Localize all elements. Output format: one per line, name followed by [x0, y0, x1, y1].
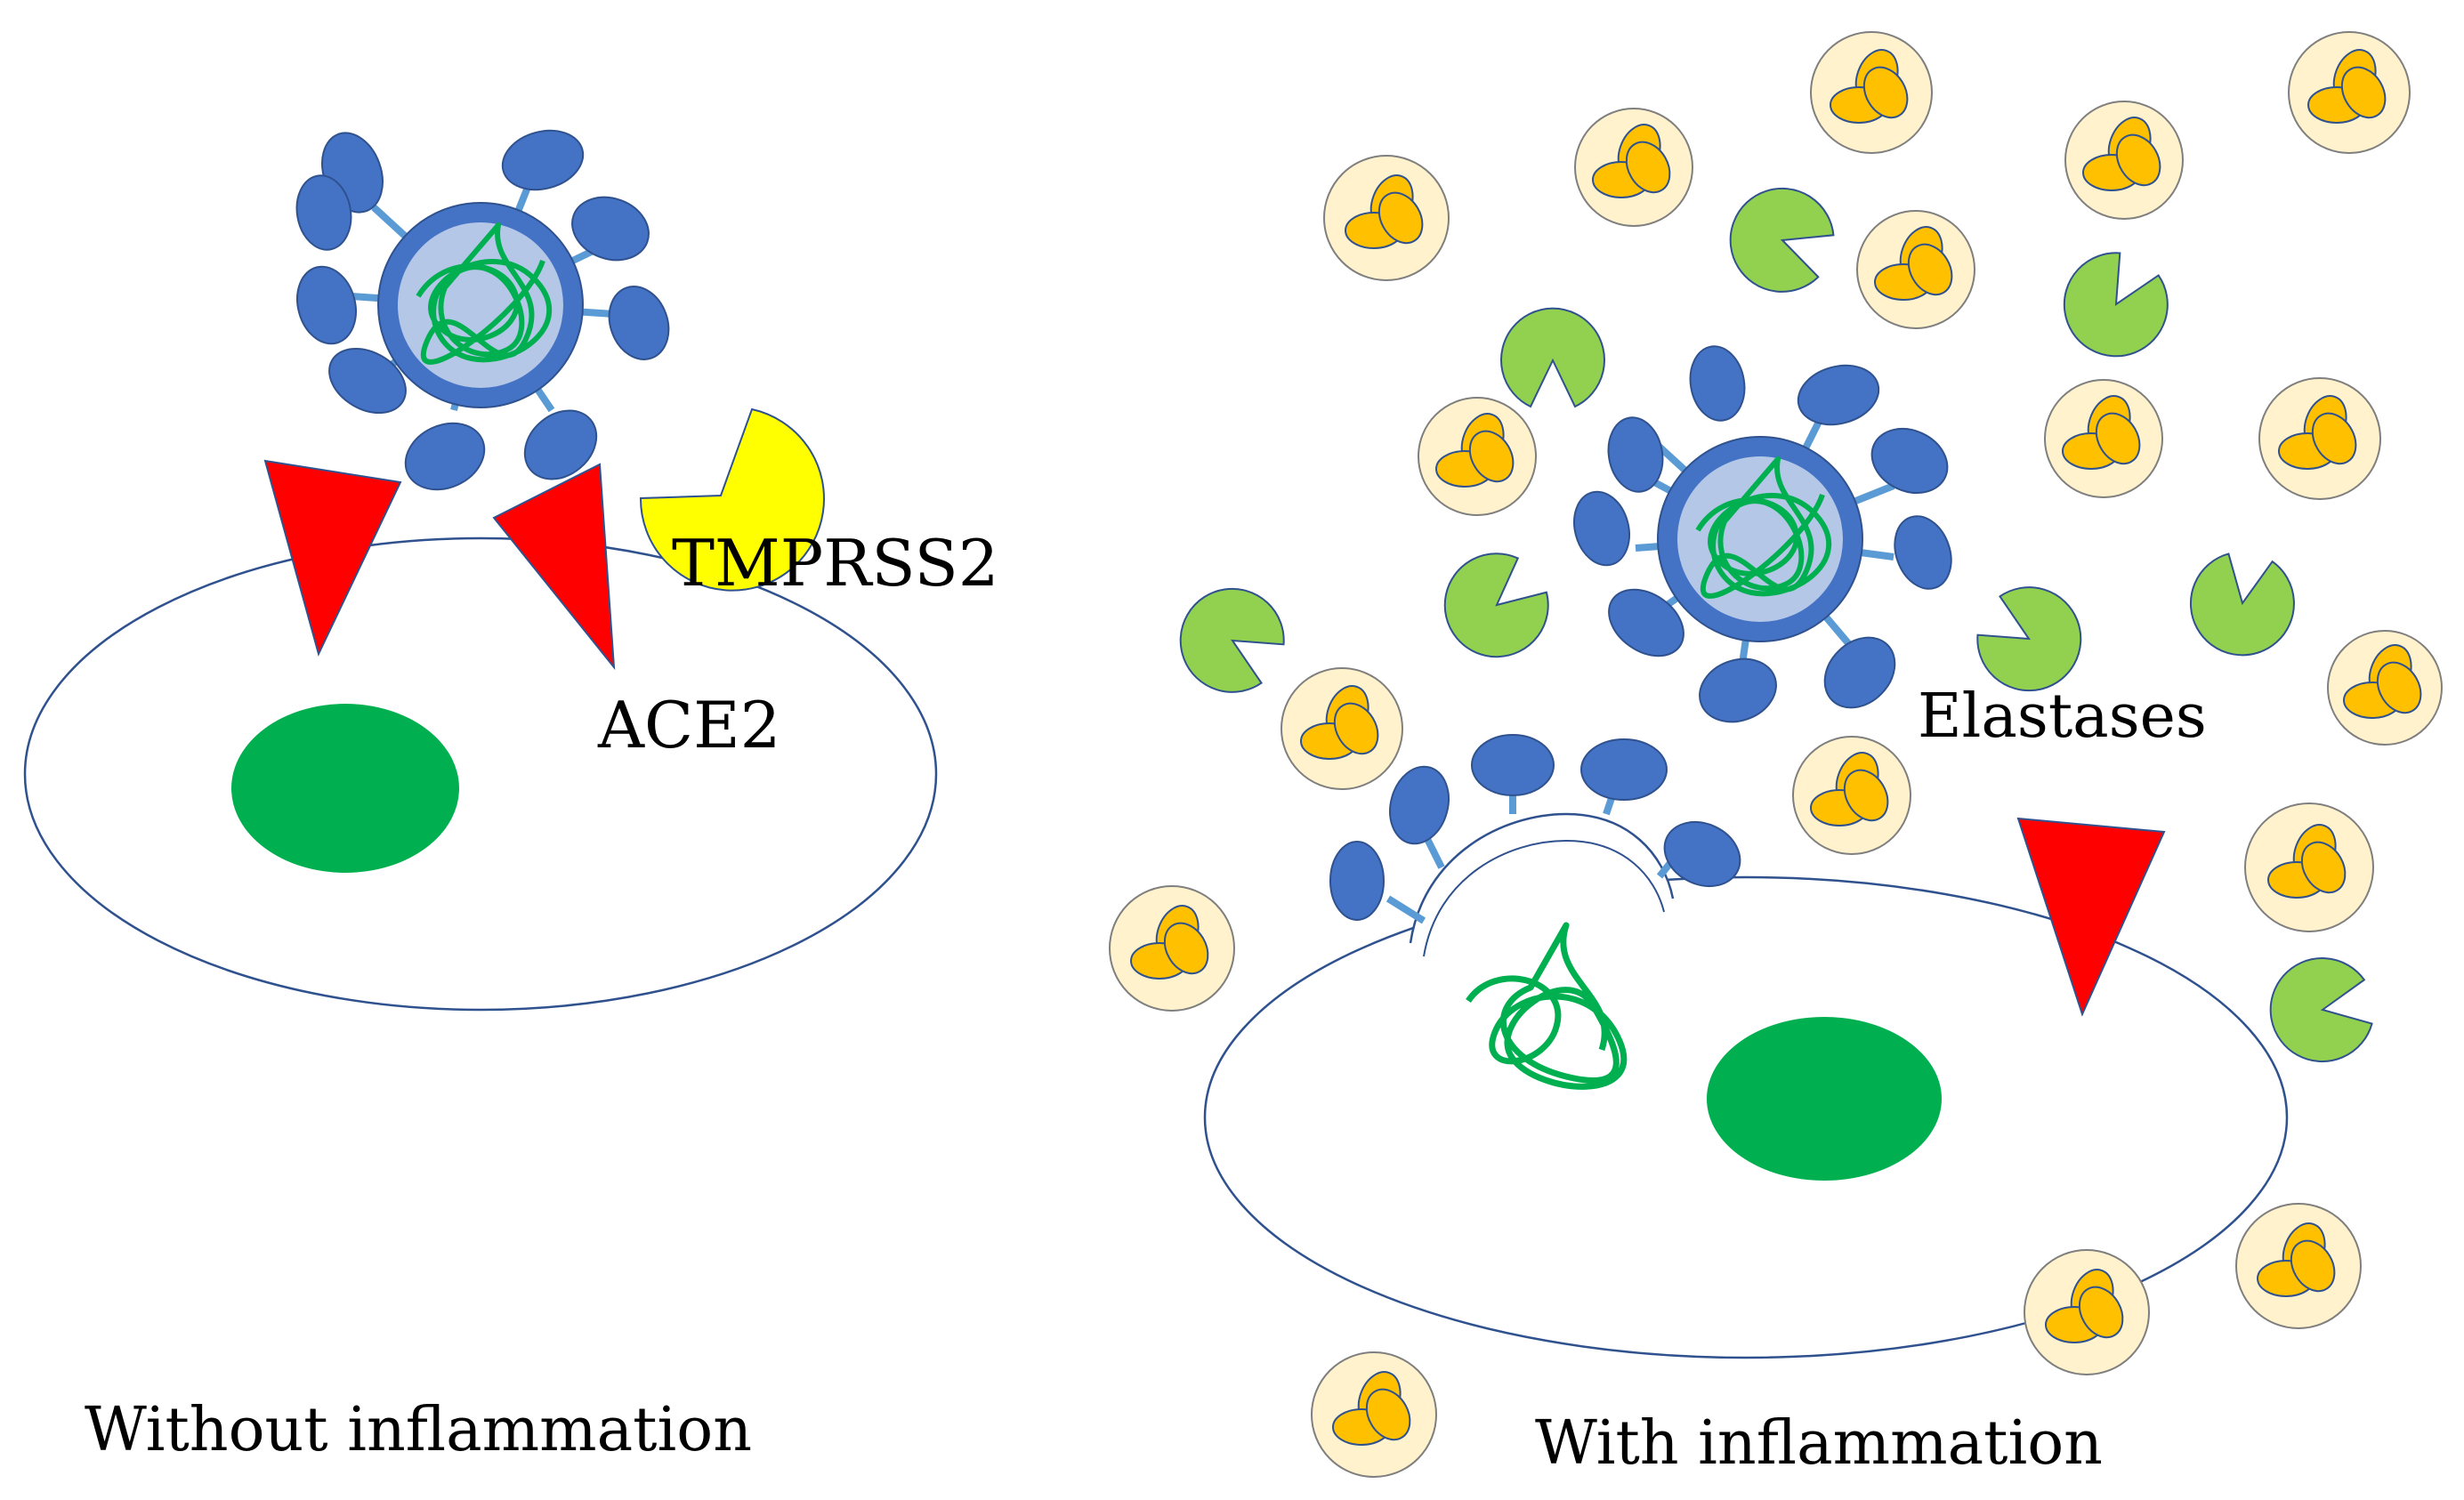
- membrane-fusion-pore-inner: [1423, 839, 1665, 957]
- membrane-fusion-pore: [1409, 812, 1675, 944]
- neutrophil: [2258, 377, 2381, 500]
- elastases: [1179, 187, 2373, 1063]
- neutrophil: [2235, 1203, 2362, 1329]
- neutrophil: [1311, 1351, 1437, 1478]
- virus-right: [1573, 345, 1952, 723]
- right-panel: Elastases With inflammation: [1109, 31, 2443, 1479]
- nucleus-left: [231, 704, 459, 873]
- ace2-receptor-right: [2016, 817, 2166, 1017]
- elastase: [2063, 252, 2169, 358]
- elastases-label: Elastases: [1918, 681, 2207, 752]
- neutrophil: [1810, 31, 1933, 154]
- neutrophil: [2244, 802, 2374, 932]
- neutrophil: [2327, 630, 2443, 746]
- ace2-label: ACE2: [597, 688, 780, 762]
- fused-spikes: [1329, 734, 1741, 924]
- elastase: [1179, 587, 1285, 693]
- ace2-receptor-left-2: [492, 463, 616, 671]
- neutrophil: [1109, 885, 1235, 1012]
- neutrophil: [1574, 108, 1693, 227]
- neutrophil: [2044, 379, 2163, 498]
- elastase: [1500, 307, 1605, 408]
- right-caption: With inflammation: [1535, 1408, 2103, 1479]
- virus-left: [295, 129, 670, 491]
- neutrophil: [1856, 210, 1975, 329]
- tmprss2-enzyme: [639, 407, 825, 592]
- neutrophil: [2288, 31, 2411, 154]
- elastase: [2269, 957, 2373, 1063]
- viral-rna: [416, 222, 553, 365]
- elastase: [1976, 586, 2082, 692]
- neutrophil: [2064, 101, 2184, 220]
- neutrophil: [1323, 155, 1450, 281]
- neutrophil: [2024, 1249, 2150, 1375]
- neutrophil: [1792, 736, 1911, 855]
- neutrophils: [1109, 31, 2443, 1478]
- host-cell-left: [23, 536, 938, 1012]
- ace2-receptor-left-1: [263, 459, 402, 657]
- elastase: [2189, 552, 2295, 657]
- neutrophil: [1280, 667, 1403, 790]
- viral-rna-released: [1466, 922, 1628, 1090]
- left-caption: Without inflammation: [85, 1395, 752, 1465]
- nucleus-right: [1707, 1017, 1942, 1181]
- elastase: [1443, 552, 1549, 658]
- neutrophil: [1418, 397, 1537, 516]
- elastase: [1729, 187, 1835, 293]
- viral-rna: [1695, 456, 1832, 599]
- tmprss2-label: TMPRSS2: [672, 526, 999, 601]
- left-panel: TMPRSS2 ACE2 Without inflammation: [23, 129, 999, 1465]
